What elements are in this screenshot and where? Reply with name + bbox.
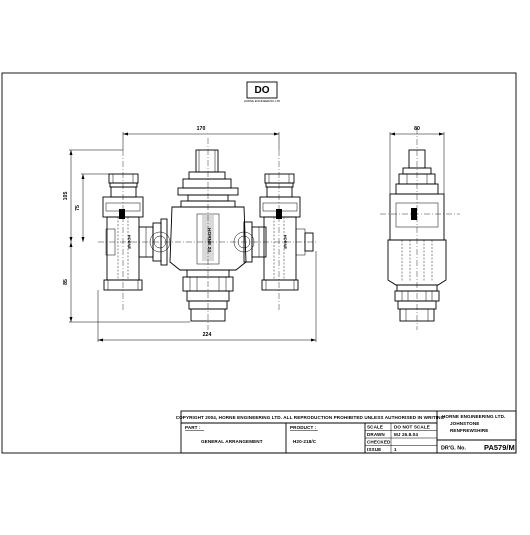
drawn-label: DRAWN <box>367 432 385 437</box>
drawing-number-label: DR'G. No. <box>441 446 466 452</box>
svg-text:HORNE: HORNE <box>127 235 132 250</box>
part-label: PART : <box>185 425 201 430</box>
body-marking: HORNE 20 <box>206 228 212 252</box>
drawing-border <box>1 72 517 454</box>
dim-width-top: 170 <box>197 126 206 132</box>
dimension-top-width: 170 <box>122 126 280 150</box>
drawing-number: PA579/M <box>484 443 515 452</box>
company-name: HORNE ENGINEERING LTD. <box>442 414 505 419</box>
dimension-left-heights: 105 75 85 <box>63 149 190 323</box>
scale-label: SCALE <box>367 425 383 430</box>
svg-text:HORNE: HORNE <box>283 235 288 250</box>
copyright-notice: COPYRIGHT 2004, HORNE ENGINEERING LTD. A… <box>176 415 445 420</box>
company-town: JOHNSTONE <box>450 421 479 426</box>
left-isolation-valve: HORNE <box>102 173 144 291</box>
front-elevation: HORNE HORNE 20 <box>63 126 317 342</box>
scale-value: DO NOT SCALE <box>394 425 430 430</box>
part-value: GENERAL ARRANGEMENT <box>201 439 263 444</box>
checked-label: CHECKED <box>367 440 391 445</box>
product-label: PRODUCT : <box>290 425 317 430</box>
left-connecting-pipe <box>138 218 171 266</box>
dim-height-inner: 75 <box>75 205 81 211</box>
drawn-value: MJ 26.8.04 <box>394 432 418 437</box>
right-isolation-valve: HORNE <box>259 173 314 291</box>
company-county: RENFREWSHIRE <box>450 428 488 433</box>
dim-height-upper: 105 <box>63 192 69 201</box>
company-logo: DO HORNE ENGINEERING LTD <box>244 81 280 103</box>
product-value: H20-218/C <box>293 439 317 444</box>
issue-label: ISSUE <box>367 447 381 452</box>
title-block: COPYRIGHT 2004, HORNE ENGINEERING LTD. A… <box>176 410 517 454</box>
logo-caption: HORNE ENGINEERING LTD <box>244 99 280 103</box>
dimension-bottom-width: 224 <box>97 251 317 342</box>
dim-side-width: 80 <box>414 126 420 132</box>
dim-width-bottom: 224 <box>203 332 212 338</box>
side-elevation: 80 <box>380 126 460 330</box>
mixing-valve-body: HORNE 20 <box>169 149 267 322</box>
dim-height-lower: 85 <box>63 279 69 285</box>
logo-text: DO <box>255 85 270 96</box>
issue-value: 1 <box>394 447 397 452</box>
